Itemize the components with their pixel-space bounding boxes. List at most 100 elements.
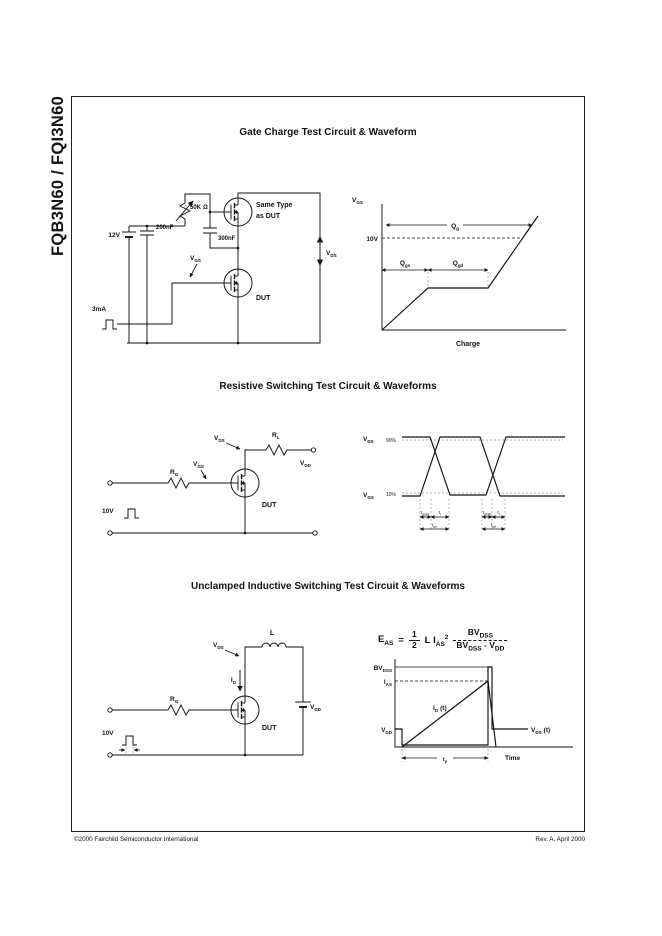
potentiometer-50k-symbol: [175, 200, 194, 222]
vds-waveform: [402, 436, 565, 496]
fraction-denominator: BVDSS - VDD: [453, 640, 508, 653]
ten-volt-label: 10V: [102, 508, 114, 515]
rg-label: RG: [170, 469, 179, 477]
gate-charge-waveform: VGS 10V Qg Qgs Qgd Charge: [352, 197, 566, 348]
resistive-waveforms: VDS 90% VGS 10% td(on) tr td(off) tf ton…: [363, 436, 565, 531]
inductor-symbol: [261, 642, 287, 648]
vdd-label: VDD: [381, 727, 393, 735]
vds-t-label: VDS(t): [531, 727, 550, 735]
qg-label: Qg: [451, 223, 459, 231]
pulse-source-icon: [102, 319, 117, 330]
junction-dot: [243, 531, 247, 535]
toff-label: toff: [491, 523, 496, 529]
gate-charge-wires: [117, 192, 321, 344]
dut-label: DUT: [262, 725, 277, 732]
capacitor-300nf-symbol: [203, 227, 217, 234]
pulse-source-icon: [124, 508, 139, 519]
dut-label: DUT: [262, 502, 277, 509]
vgs-waveform: [402, 436, 565, 497]
ten-volt-label: 10V: [102, 730, 114, 737]
junction-dots: [145, 210, 240, 345]
vgs-label: VGS: [190, 255, 201, 263]
cap-300nf-label: 300nF: [218, 236, 236, 242]
tp-label: tp: [443, 757, 448, 764]
eas-term: EAS: [378, 634, 394, 648]
mosfet-dut-symbol: [230, 468, 260, 498]
vds-label: VDS: [213, 642, 224, 650]
td-on-label: td(on): [421, 510, 430, 516]
bvdss-label: BVDSS: [374, 665, 392, 673]
vds-label: VDS: [214, 435, 225, 443]
same-type-label-line2: as DUT: [256, 213, 281, 220]
vds-label: VDS: [326, 250, 337, 258]
uis-waveform: BVDSS IAS VDD ID(t) VDS(t) tp Time: [374, 659, 573, 764]
ten-pct-label: 10%: [386, 492, 397, 498]
resistive-circuit: RG VGS VDS RL VDD DUT 10V: [102, 432, 318, 536]
td-off-label: td(off): [483, 510, 492, 516]
terminal-circles: [107, 707, 113, 758]
rl-resistor-symbol: [263, 443, 293, 457]
ninety-pct-label: 90%: [386, 438, 397, 444]
ten-volt-label: 10V: [366, 236, 378, 243]
section-title-uis: Unclamped Inductive Switching Test Circu…: [191, 581, 465, 592]
same-type-label-line1: Same Type: [256, 202, 293, 209]
rg-resistor-symbol: [165, 476, 195, 490]
rl-label: RL: [272, 432, 280, 440]
inductor-label: L: [270, 630, 275, 637]
section-title-gate-charge: Gate Charge Test Circuit & Waveform: [239, 127, 417, 138]
vdd-battery-symbol: [295, 701, 311, 708]
current-3ma-label: 3mA: [92, 306, 106, 313]
vgs-label: VGS: [193, 461, 204, 469]
dut-label: DUT: [256, 295, 271, 302]
rg-resistor-symbol: [165, 703, 195, 717]
timing-dimension-arrows: [419, 515, 506, 531]
ton-label: ton: [432, 523, 437, 529]
vds-polarity-arrows: [316, 236, 324, 266]
footer-revision: Rev. A, April 2000: [535, 836, 585, 843]
tp-dimension: [401, 749, 489, 762]
pulse-source-icon: [122, 735, 137, 746]
vds-label: VDS: [363, 436, 374, 444]
vgs-axis-label: VGS: [352, 197, 363, 205]
id-ramp-trace: [401, 679, 497, 748]
bvdss-fraction: BVDSS BVDSS - VDD: [453, 627, 508, 653]
gate-charge-curve: [381, 215, 539, 331]
vds-probe-arrow: [225, 442, 241, 450]
vds-trace: [395, 666, 528, 746]
vgs-label: VGS: [363, 492, 374, 500]
supply-12v-label: 12V: [108, 232, 120, 239]
vgs-probe-arrow: [200, 469, 207, 480]
section-title-resistive: Resistive Switching Test Circuit & Wavef…: [219, 381, 437, 392]
vds-probe-arrow: [224, 649, 240, 657]
id-t-label: ID(t): [433, 705, 447, 713]
vdd-label: VDD: [300, 460, 312, 468]
resistive-wires: [112, 449, 313, 534]
terminal-circles: [107, 447, 318, 536]
mosfet-same-type-symbol: [223, 197, 253, 227]
l-ias-squared-term: L IAS2: [424, 633, 449, 648]
charge-axis-label: Charge: [456, 341, 480, 348]
junction-dot: [243, 753, 247, 757]
vgs-probe-arrow: [189, 263, 198, 278]
fraction-numerator: BVDSS: [467, 627, 493, 640]
axes: [394, 659, 573, 748]
qgs-qgd-dimension-arrows: [381, 268, 489, 288]
tf-label: tf: [497, 510, 499, 516]
mosfet-dut-symbol: [230, 695, 260, 725]
battery-12v-symbol: [122, 231, 136, 238]
time-axis-label: Time: [505, 755, 520, 762]
part-number-side-title: FQB3N60 / FQI3N60: [49, 95, 67, 256]
rg-label: RG: [170, 696, 179, 704]
equals-sign: =: [398, 635, 404, 647]
pulse-width-marks: [119, 747, 140, 753]
page-border-frame: [71, 96, 585, 832]
qgd-label: Qgd: [453, 260, 464, 268]
id-label: ID: [231, 677, 237, 685]
vdd-label: VDD: [310, 704, 322, 712]
tr-label: tr: [439, 510, 441, 516]
